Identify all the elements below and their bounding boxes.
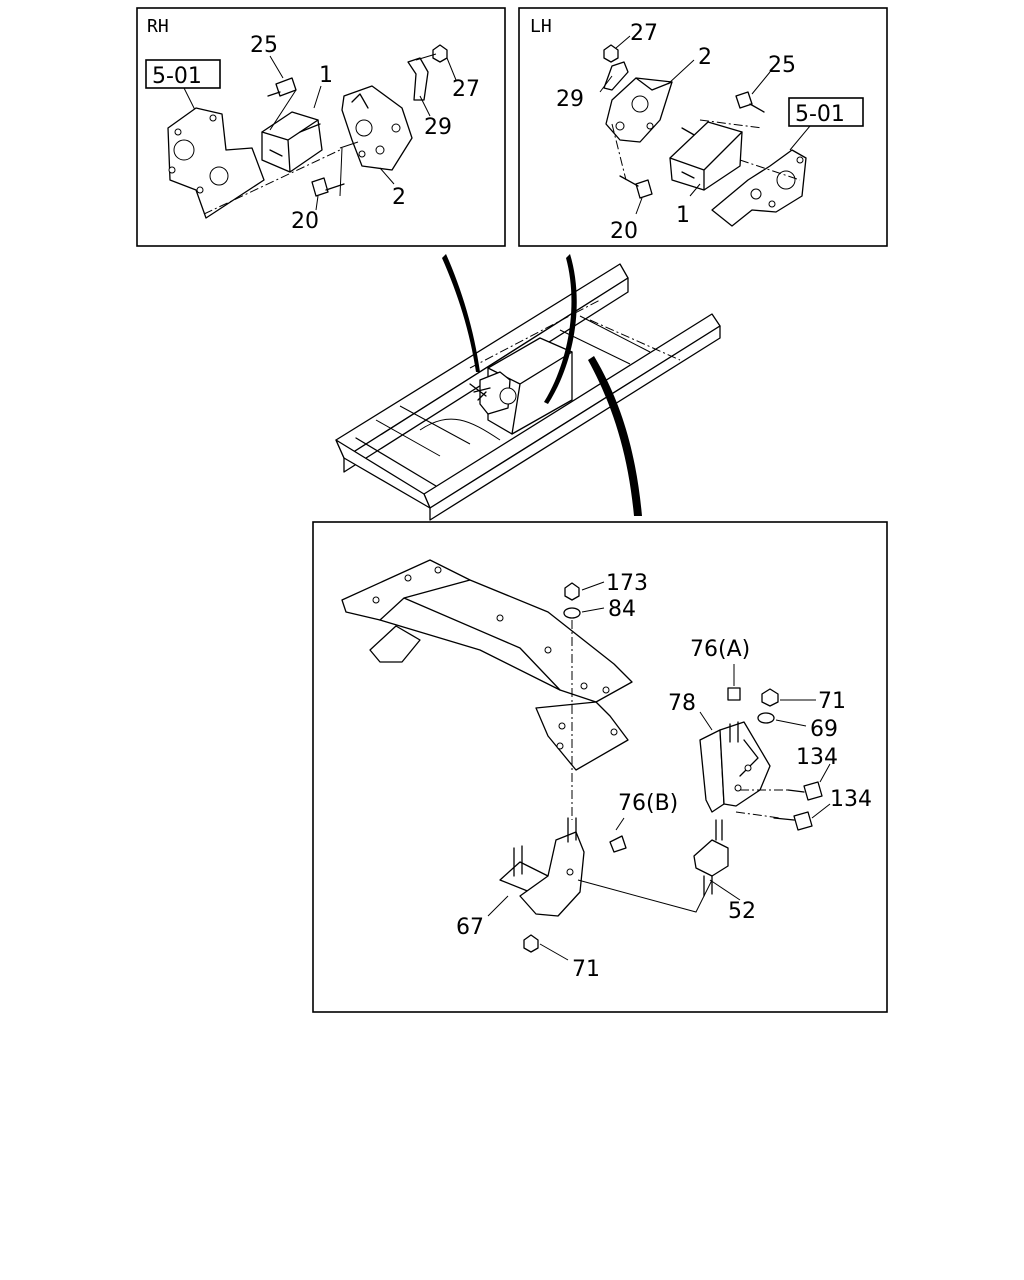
nut-173 xyxy=(564,582,580,601)
rh-stopper xyxy=(407,57,429,101)
crossmember-leg-left xyxy=(369,625,421,663)
frame-front-crossmember xyxy=(335,439,431,509)
callout-69: 69 xyxy=(810,717,838,742)
rh-callout-20: 20 xyxy=(291,209,319,234)
rh-callout-1: 1 xyxy=(319,63,333,88)
lh-leaders xyxy=(599,35,771,215)
lh-panel-frame xyxy=(518,7,888,247)
lh-ref-leader xyxy=(789,125,811,151)
lh-frame-bracket xyxy=(605,77,673,143)
insulator-52 xyxy=(693,819,729,897)
rh-frame-bracket xyxy=(341,85,413,171)
bracket-78 xyxy=(699,721,771,813)
lh-side-label: LH xyxy=(530,16,552,37)
bolt-76b xyxy=(609,817,627,853)
crossmember-panel: 173 84 76(A) 78 71 69 134 134 76(B) 67 5… xyxy=(312,521,888,1013)
rh-ref-leader xyxy=(183,87,197,113)
lh-panel: LH 5-01 xyxy=(518,7,888,247)
bolt-134-upper xyxy=(787,781,823,801)
rh-callout-27: 27 xyxy=(452,77,480,102)
lh-callout-29: 29 xyxy=(556,87,584,112)
rh-ref-label: 5-01 xyxy=(152,64,202,89)
rh-bolt-upper xyxy=(267,77,297,97)
rh-panel: RH 5-01 xyxy=(136,7,506,247)
bolt-76a xyxy=(727,687,741,701)
frame-inner-lines xyxy=(375,315,651,457)
leader-67 xyxy=(487,895,509,917)
leader-71-bottom xyxy=(539,943,569,961)
lh-callout-25: 25 xyxy=(768,53,796,78)
rh-side-label: RH xyxy=(147,16,169,37)
lh-stopper xyxy=(603,61,629,91)
lh-ref-label: 5-01 xyxy=(795,102,845,127)
lh-engine-mount xyxy=(669,121,743,191)
leaders-134 xyxy=(811,763,831,819)
callout-134-lower: 134 xyxy=(830,787,872,812)
callout-173: 173 xyxy=(606,571,648,596)
washer-84 xyxy=(563,607,581,619)
bolt-134-centerlines xyxy=(735,789,790,819)
engine-block xyxy=(469,337,573,435)
crossmember-pointer xyxy=(588,356,642,516)
rh-callout-2: 2 xyxy=(392,185,406,210)
callout-71-bottom: 71 xyxy=(572,957,600,982)
rh-engine-mount xyxy=(261,111,323,173)
callout-76a: 76(A) xyxy=(690,637,750,662)
callout-71-top: 71 xyxy=(818,689,846,714)
lh-bolt-upper xyxy=(735,91,765,113)
crossmember-panel-frame xyxy=(312,521,888,1013)
callout-52: 52 xyxy=(728,899,756,924)
lh-pointer xyxy=(544,254,577,404)
lh-callout-27: 27 xyxy=(630,21,658,46)
callout-134-upper: 134 xyxy=(796,745,838,770)
callout-76b: 76(B) xyxy=(618,791,678,816)
chassis-overview xyxy=(335,254,721,521)
lh-engine-bracket xyxy=(711,149,807,227)
rh-callout-25: 25 xyxy=(250,33,278,58)
washer-69 xyxy=(757,712,775,724)
crossmember-leg-right xyxy=(535,701,629,771)
rh-callout-29: 29 xyxy=(424,115,452,140)
rh-leaders xyxy=(269,55,457,211)
frame-crossbar-curve xyxy=(419,418,501,441)
frame-centerlines xyxy=(469,299,681,369)
nut-71-top xyxy=(761,688,779,707)
rh-centerline xyxy=(203,149,341,215)
rh-mount-stud xyxy=(299,123,321,133)
rh-engine-bracket xyxy=(167,107,265,219)
callout-78: 78 xyxy=(668,691,696,716)
rh-ref-box xyxy=(145,59,221,89)
lh-ref-box xyxy=(788,97,864,127)
lh-bolt-lower xyxy=(619,175,653,199)
mount-bracket-67 xyxy=(499,817,585,917)
leader-52 xyxy=(709,879,741,901)
nut-71-bottom xyxy=(523,934,539,953)
lh-callout-2: 2 xyxy=(698,45,712,70)
crossmember-beam xyxy=(341,559,633,771)
leaders-173-84 xyxy=(581,581,605,613)
rh-nut xyxy=(432,44,448,63)
callout-84: 84 xyxy=(608,597,636,622)
assembly-line-67-52 xyxy=(577,879,713,913)
rh-assembly-lines xyxy=(269,53,437,197)
lh-mount-stud xyxy=(681,127,697,137)
lh-callout-20: 20 xyxy=(610,219,638,244)
rh-pointer xyxy=(442,254,480,372)
bolt-134-lower xyxy=(773,811,813,831)
rh-panel-frame xyxy=(136,7,506,247)
leaders-71-69-78 xyxy=(699,699,816,731)
lh-centerlines xyxy=(611,119,801,181)
lh-nut xyxy=(603,44,619,63)
rh-bolt-lower xyxy=(311,177,345,197)
callout-67: 67 xyxy=(456,915,484,940)
lh-callout-1: 1 xyxy=(676,203,690,228)
